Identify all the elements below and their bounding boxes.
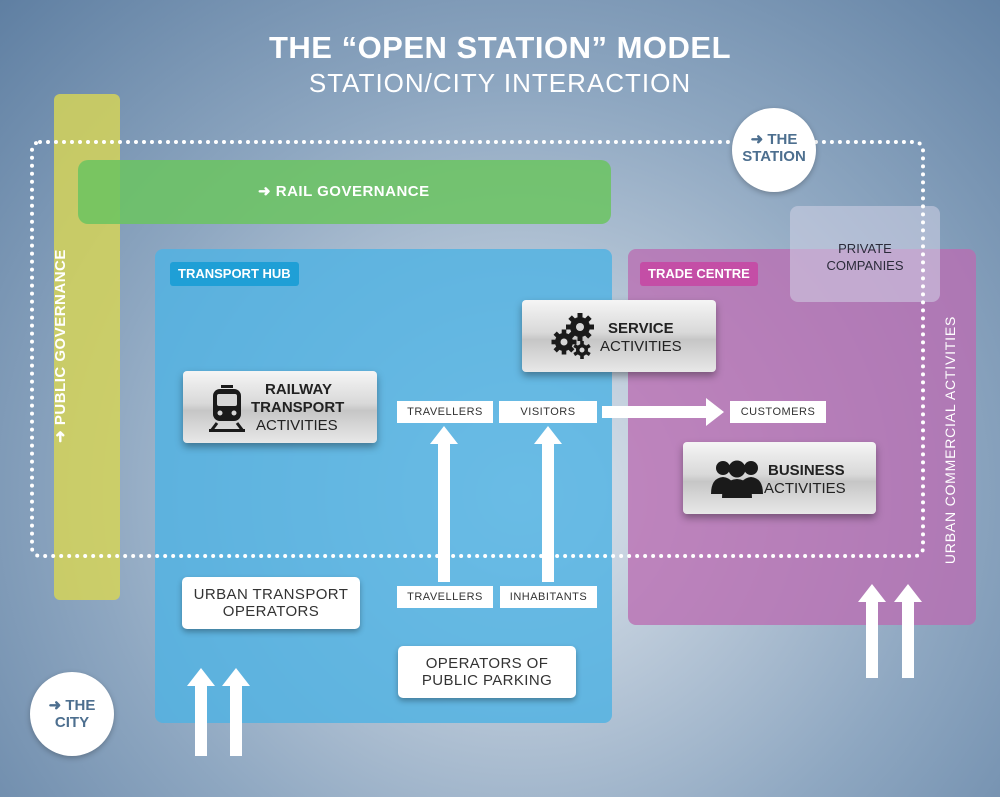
arrow-up-inhabitants: [534, 426, 562, 582]
business-activities-title: BUSINESS: [768, 462, 845, 479]
service-activities-box: SERVICE ACTIVITIES: [522, 300, 716, 372]
business-activities-subtitle: ACTIVITIES: [764, 480, 846, 497]
railway-subtitle: ACTIVITIES: [256, 417, 338, 434]
station-boundary: [30, 140, 925, 558]
travellers-top-label: TRAVELLERS: [397, 401, 493, 423]
service-activities-subtitle: ACTIVITIES: [600, 338, 682, 355]
the-city-circle: ➜ THE CITY: [30, 672, 114, 756]
train-icon: [209, 385, 245, 432]
the-city-line2: CITY: [54, 714, 90, 731]
railway-activities-box: RAILWAY TRANSPORT ACTIVITIES: [183, 371, 377, 443]
urban-transport-operators-box: URBAN TRANSPORT OPERATORS: [182, 577, 360, 629]
customers-label: CUSTOMERS: [730, 401, 826, 423]
arrow-up-commercial-right: [894, 584, 922, 678]
diagram-title: THE “OPEN STATION” MODEL: [268, 30, 732, 65]
the-station-line1: ➜ THE: [750, 131, 798, 148]
visitors-label: VISITORS: [499, 401, 597, 423]
business-activities-box: BUSINESS ACTIVITIES: [683, 442, 876, 514]
gears-icon: [551, 313, 594, 359]
diagram-subtitle: STATION/CITY INTERACTION: [308, 68, 692, 98]
public-parking-line1: OPERATORS OF: [425, 655, 549, 672]
transport-hub-tag: TRANSPORT HUB: [170, 262, 299, 286]
service-activities-title: SERVICE: [608, 320, 674, 337]
urban-transport-line2: OPERATORS: [222, 603, 320, 620]
the-station-circle: ➜ THE STATION: [732, 108, 816, 192]
private-companies-box: PRIVATE COMPANIES: [790, 206, 940, 302]
public-parking-operators-box: OPERATORS OF PUBLIC PARKING: [398, 646, 576, 698]
private-companies-line2: COMPANIES: [826, 258, 904, 273]
railway-title-line1: RAILWAY: [265, 381, 332, 398]
trade-centre-tag: TRADE CENTRE: [640, 262, 758, 286]
public-parking-line2: PUBLIC PARKING: [421, 672, 553, 689]
arrow-up-travellers: [430, 426, 458, 582]
railway-title-line2: TRANSPORT: [251, 399, 345, 416]
arrow-up-city-left: [187, 668, 215, 756]
the-station-line2: STATION: [742, 148, 806, 165]
travellers-bottom-label: TRAVELLERS: [397, 586, 493, 608]
arrow-up-commercial-left: [858, 584, 886, 678]
inhabitants-label: INHABITANTS: [500, 586, 597, 608]
rail-governance-label: ➜ RAIL GOVERNANCE: [258, 183, 430, 200]
arrow-right-customers: [602, 398, 724, 426]
arrow-up-city-right: [222, 668, 250, 756]
the-city-line1: ➜ THE: [48, 697, 96, 714]
urban-transport-line1: URBAN TRANSPORT: [193, 586, 349, 603]
people-icon: [711, 460, 763, 498]
private-companies-line1: PRIVATE: [838, 241, 892, 256]
rail-governance-band: [78, 160, 611, 224]
